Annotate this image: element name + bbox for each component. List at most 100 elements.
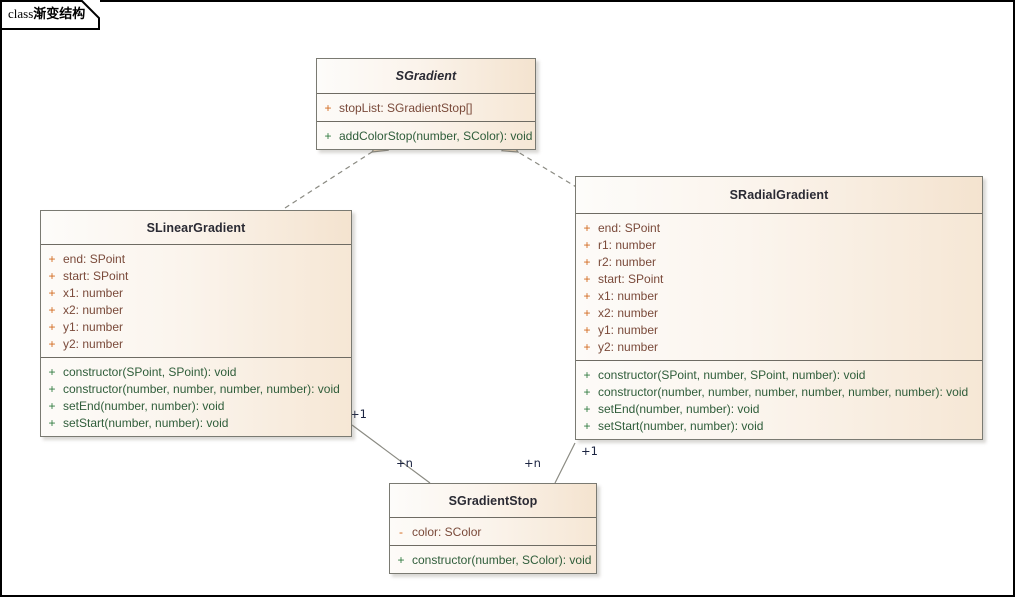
- attribute-row: + x2: number: [576, 304, 982, 321]
- title-tab-shape: [0, 0, 100, 30]
- visibility-marker: -: [399, 524, 403, 539]
- visibility-marker: +: [324, 128, 332, 143]
- frame-border-top: [100, 0, 1015, 2]
- connector-radial-to-stop: [554, 442, 576, 484]
- visibility-marker: +: [48, 364, 56, 379]
- frame-border-bottom: [0, 595, 1015, 597]
- attribute-label: start: SPoint: [598, 271, 664, 286]
- operations-section-slineargradient: + constructor(SPoint, SPoint): void + co…: [41, 357, 351, 436]
- attribute-row: + y2: number: [41, 335, 351, 352]
- attribute-label: end: SPoint: [598, 220, 661, 235]
- attribute-label: y2: number: [63, 336, 124, 351]
- attribute-label: x1: number: [63, 285, 124, 300]
- class-box-slineargradient[interactable]: SLinearGradient + end: SPoint + start: S…: [40, 210, 352, 437]
- attributes-section-sgradientstop: - color: SColor: [390, 518, 596, 545]
- operation-row: + constructor(number, number, number, nu…: [41, 380, 351, 397]
- attribute-row: + y1: number: [41, 318, 351, 335]
- operations-section-sgradientstop: + constructor(number, SColor): void: [390, 545, 596, 573]
- multiplicity-radial-many: +n: [524, 456, 541, 470]
- operation-row: + constructor(number, SColor): void: [390, 551, 596, 568]
- visibility-marker: +: [583, 384, 591, 399]
- visibility-marker: +: [583, 401, 591, 416]
- attribute-row: + start: SPoint: [576, 270, 982, 287]
- attribute-label: x2: number: [63, 302, 124, 317]
- operation-row: + constructor(SPoint, number, SPoint, nu…: [576, 366, 982, 383]
- diagram-title-label: class渐变结构: [8, 5, 85, 24]
- attribute-label: start: SPoint: [63, 268, 129, 283]
- visibility-marker: +: [583, 322, 591, 337]
- attribute-row: + r1: number: [576, 236, 982, 253]
- attribute-row: - color: SColor: [390, 523, 596, 540]
- visibility-marker: +: [48, 336, 56, 351]
- attributes-section-sgradient: + stopList: SGradientStop[]: [317, 94, 535, 121]
- class-name-sgradient: SGradient: [317, 59, 535, 94]
- multiplicity-linear-many: +n: [396, 456, 413, 470]
- visibility-marker: +: [48, 302, 56, 317]
- diagram-title-name: 渐变结构: [33, 7, 86, 22]
- attribute-label: y1: number: [598, 322, 659, 337]
- visibility-marker: +: [583, 237, 591, 252]
- visibility-marker: +: [583, 418, 591, 433]
- visibility-marker: +: [48, 251, 56, 266]
- operation-row: + constructor(SPoint, SPoint): void: [41, 363, 351, 380]
- operation-row: + constructor(number, number, number, nu…: [576, 383, 982, 400]
- visibility-marker: +: [583, 367, 591, 382]
- attribute-label: y1: number: [63, 319, 124, 334]
- attribute-row: + x1: number: [576, 287, 982, 304]
- operation-row: + setEnd(number, number): void: [576, 400, 982, 417]
- class-name-sgradientstop: SGradientStop: [390, 484, 596, 518]
- operation-row: + setStart(number, number): void: [41, 414, 351, 431]
- multiplicity-radial-one: +1: [581, 444, 598, 458]
- attributes-section-slineargradient: + end: SPoint + start: SPoint + x1: numb…: [41, 245, 351, 357]
- operation-label: setEnd(number, number): void: [598, 401, 760, 416]
- attribute-row: + y1: number: [576, 321, 982, 338]
- visibility-marker: +: [48, 285, 56, 300]
- attribute-label: end: SPoint: [63, 251, 126, 266]
- visibility-marker: +: [583, 339, 591, 354]
- operation-label: setStart(number, number): void: [63, 415, 229, 430]
- operation-row: + addColorStop(number, SColor): void: [317, 127, 535, 144]
- operation-label: constructor(number, SColor): void: [412, 552, 592, 567]
- operation-row: + setStart(number, number): void: [576, 417, 982, 434]
- attribute-label: x2: number: [598, 305, 659, 320]
- connector-radial-to-gradient: [518, 152, 579, 189]
- connector-linear-to-stop: [351, 424, 431, 484]
- visibility-marker: +: [48, 268, 56, 283]
- visibility-marker: +: [48, 319, 56, 334]
- visibility-marker: +: [324, 100, 332, 115]
- connector-linear-to-gradient: [284, 152, 372, 209]
- visibility-marker: +: [583, 288, 591, 303]
- class-box-sgradient[interactable]: SGradient + stopList: SGradientStop[] + …: [316, 58, 536, 150]
- diagram-title-keyword: class: [8, 6, 34, 21]
- frame-border-right: [1013, 0, 1015, 597]
- visibility-marker: +: [583, 271, 591, 286]
- visibility-marker: +: [583, 254, 591, 269]
- visibility-marker: +: [583, 305, 591, 320]
- diagram-title-tab: class渐变结构: [0, 0, 100, 30]
- class-box-sradialgradient[interactable]: SRadialGradient + end: SPoint + r1: numb…: [575, 176, 983, 440]
- visibility-marker: +: [48, 381, 56, 396]
- attribute-label: x1: number: [598, 288, 659, 303]
- attribute-row: + r2: number: [576, 253, 982, 270]
- visibility-marker: +: [397, 552, 405, 567]
- operation-label: addColorStop(number, SColor): void: [339, 128, 533, 143]
- attribute-row: + y2: number: [576, 338, 982, 355]
- operations-section-sradialgradient: + constructor(SPoint, number, SPoint, nu…: [576, 360, 982, 439]
- class-name-slineargradient: SLinearGradient: [41, 211, 351, 245]
- attribute-row: + stopList: SGradientStop[]: [317, 99, 535, 116]
- frame-border-left: [0, 0, 2, 597]
- attribute-row: + start: SPoint: [41, 267, 351, 284]
- attributes-section-sradialgradient: + end: SPoint + r1: number + r2: number …: [576, 214, 982, 360]
- attribute-label: r1: number: [598, 237, 657, 252]
- operations-section-sgradient: + addColorStop(number, SColor): void: [317, 121, 535, 149]
- attribute-row: + end: SPoint: [41, 250, 351, 267]
- class-box-sgradientstop[interactable]: SGradientStop - color: SColor + construc…: [389, 483, 597, 574]
- attribute-label: stopList: SGradientStop[]: [339, 100, 473, 115]
- operation-label: setEnd(number, number): void: [63, 398, 225, 413]
- attribute-label: r2: number: [598, 254, 657, 269]
- operation-label: setStart(number, number): void: [598, 418, 764, 433]
- attribute-label: color: SColor: [412, 524, 482, 539]
- attribute-row: + end: SPoint: [576, 219, 982, 236]
- visibility-marker: +: [48, 415, 56, 430]
